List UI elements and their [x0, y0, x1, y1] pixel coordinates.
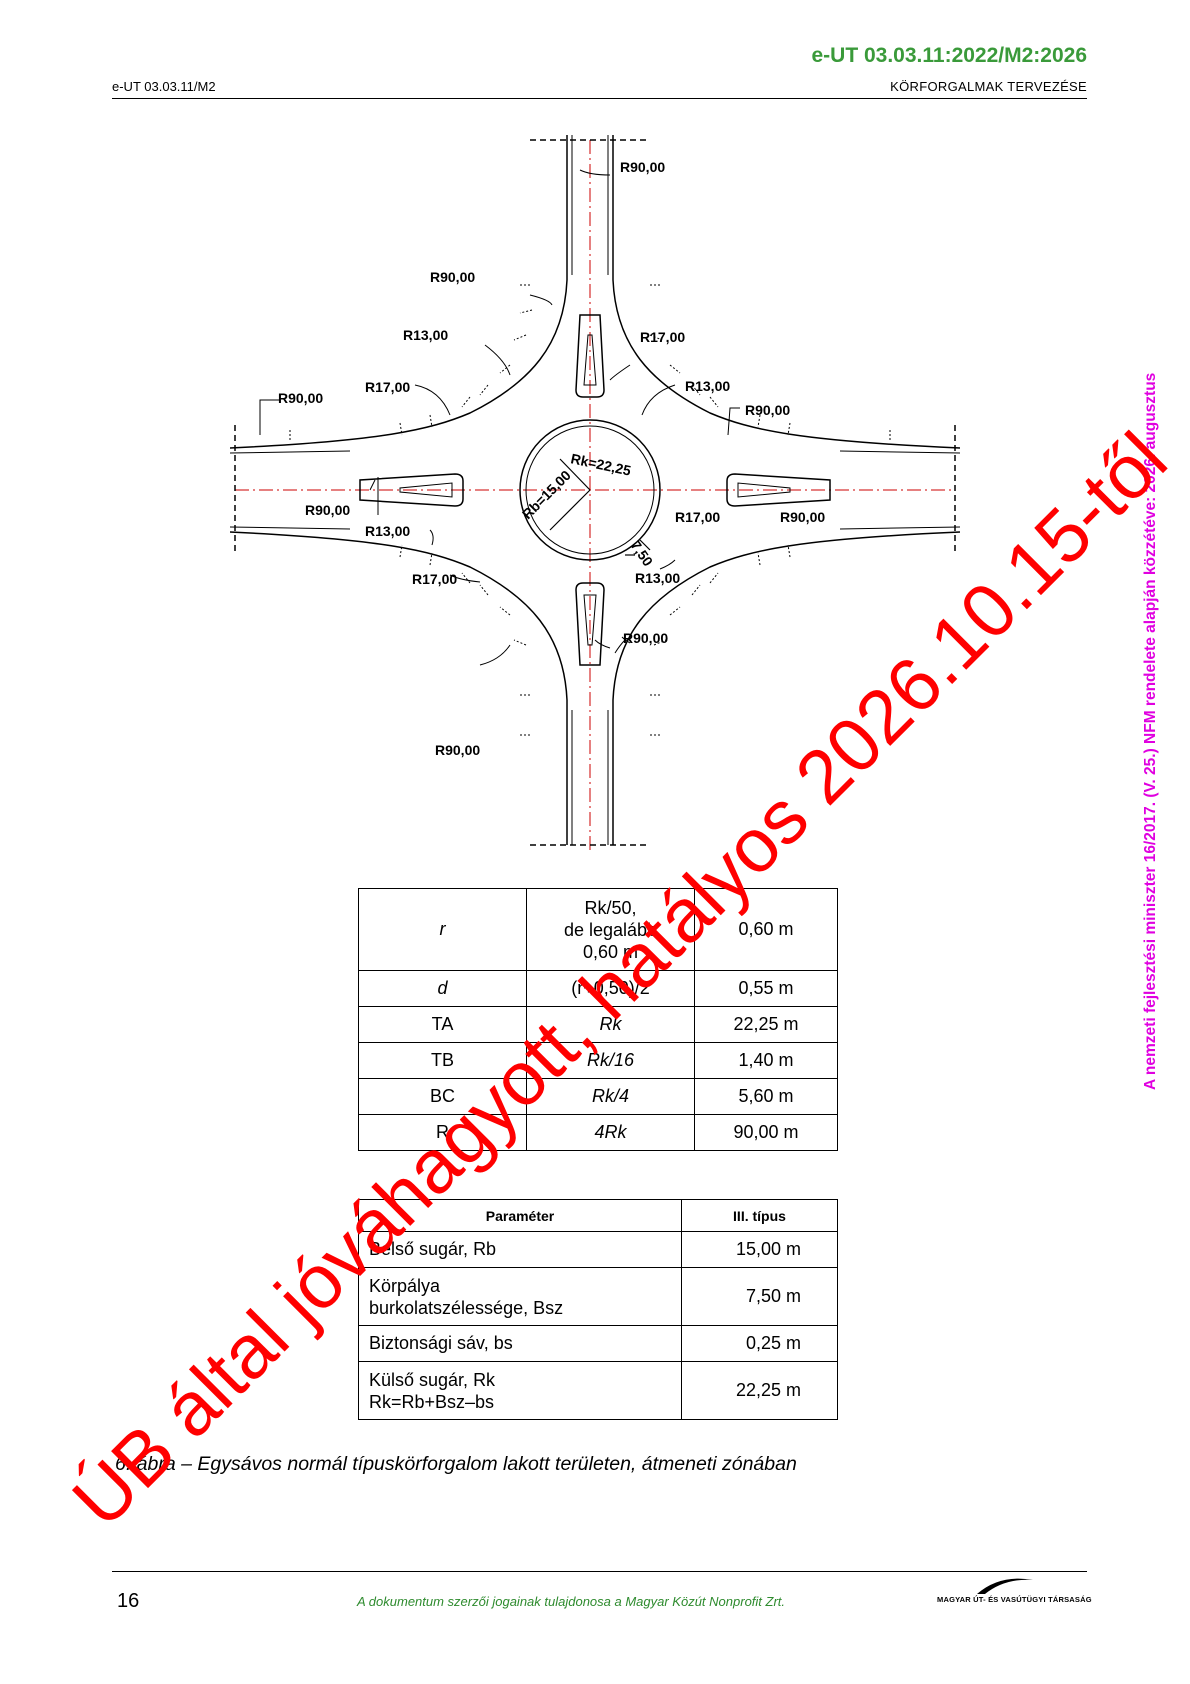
table-row: Körpálya burkolatszélessége, Bsz 7,50 m: [358, 1267, 838, 1326]
label-r17-bottom-left: R17,00: [412, 571, 457, 587]
table-row: TA Rk 22,25 m: [358, 1006, 838, 1043]
table-header: III. típus: [681, 1199, 838, 1232]
label-r90-top-right: R90,00: [620, 159, 665, 175]
society-logo-icon: [977, 1578, 1033, 1594]
table-cell-param: TB: [358, 1042, 527, 1079]
table-cell-formula: Rk/50, de legalább 0,60 m: [526, 888, 695, 971]
table-cell-value: 7,50 m: [681, 1267, 838, 1326]
splitter-island-north-inner: [583, 334, 597, 386]
label-rk: Rk=22,25: [569, 450, 632, 478]
document-code: e-UT 03.03.11:2022/M2:2026: [811, 44, 1087, 67]
label-r17-left: R17,00: [365, 379, 410, 395]
parameter-table: Paraméter III. típus Belső sugár, Rb 15,…: [358, 1199, 838, 1420]
label-r90-right: R90,00: [745, 402, 790, 418]
table-cell-param: Biztonsági sáv, bs: [358, 1325, 682, 1362]
table-cell-param: Körpálya burkolatszélessége, Bsz: [358, 1267, 682, 1326]
table-row: Biztonsági sáv, bs 0,25 m: [358, 1325, 838, 1362]
table-cell-formula: Rk/16: [526, 1042, 695, 1079]
page-number: 16: [117, 1590, 140, 1612]
table-row: r Rk/50, de legalább 0,60 m 0,60 m: [358, 888, 838, 971]
param-line: Körpálya: [369, 1275, 441, 1296]
table-header: Paraméter: [358, 1199, 682, 1232]
table-cell-param: R: [358, 1114, 527, 1151]
dimension-table: r Rk/50, de legalább 0,60 m 0,60 m d (r+…: [358, 888, 838, 1151]
label-r90-lower-left: R90,00: [305, 502, 350, 518]
label-r13-lower-left: R13,00: [365, 523, 410, 539]
central-island: [519, 419, 661, 561]
road-inner-bot-w: [230, 526, 351, 530]
table-cell-value: 5,60 m: [694, 1078, 838, 1115]
table-cell-formula: (r+0,50)/2: [526, 970, 695, 1007]
formula-line: 0,60 m: [582, 941, 639, 962]
header-divider: [112, 98, 1087, 99]
roundabout-diagram: R90,00 R90,00 R13,00 R17,00 R17,00 R13,0…: [230, 135, 960, 850]
splitter-island-south: [575, 582, 605, 666]
central-island-inner: [525, 425, 655, 555]
label-r90-bottom-right: R90,00: [623, 630, 668, 646]
footer-divider: [112, 1571, 1087, 1572]
label-r13-bottom-right: R13,00: [635, 570, 680, 586]
table-cell-value: 90,00 m: [694, 1114, 838, 1151]
label-r90-lower-right: R90,00: [780, 509, 825, 525]
splitter-island-north: [575, 314, 605, 398]
curve-ticks: [289, 284, 891, 736]
table-cell-value: 22,25 m: [681, 1361, 838, 1420]
table-cell-param: Belső sugár, Rb: [358, 1231, 682, 1268]
label-width: 7,50: [628, 538, 657, 570]
label-r17-lower-right: R17,00: [675, 509, 720, 525]
table-cell-param: BC: [358, 1078, 527, 1115]
splitter-island-west-inner: [399, 482, 453, 498]
table-cell-formula: 4Rk: [526, 1114, 695, 1151]
copyright-note: A dokumentum szerzői jogainak tulajdonos…: [357, 1594, 786, 1609]
table-row: Belső sugár, Rb 15,00 m: [358, 1231, 838, 1268]
road-inner-top-e: [839, 450, 960, 454]
table-row: BC Rk/4 5,60 m: [358, 1078, 838, 1115]
formula-line: de legalább: [563, 919, 658, 940]
table-cell-formula: Rk: [526, 1006, 695, 1043]
param-line: Rk=Rb+Bsz–bs: [369, 1391, 495, 1412]
header-left: e-UT 03.03.11/M2: [112, 79, 216, 94]
label-r90-left: R90,00: [278, 390, 323, 406]
road-inner-top-w: [230, 450, 351, 454]
splitter-island-west: [359, 473, 464, 507]
param-line: Külső sugár, Rk: [369, 1369, 496, 1390]
table-row: d (r+0,50)/2 0,55 m: [358, 970, 838, 1007]
table-cell-value: 22,25 m: [694, 1006, 838, 1043]
table-cell-value: 1,40 m: [694, 1042, 838, 1079]
table-cell-param: r: [358, 888, 527, 971]
table-row: Külső sugár, Rk Rk=Rb+Bsz–bs 22,25 m: [358, 1361, 838, 1420]
table-cell-formula: Rk/4: [526, 1078, 695, 1115]
leader-arrows: [259, 169, 740, 666]
table-cell-value: 15,00 m: [681, 1231, 838, 1268]
table-cell-param: Külső sugár, Rk Rk=Rb+Bsz–bs: [358, 1361, 682, 1420]
table-cell-param: d: [358, 970, 527, 1007]
radius-rb-line: [549, 489, 591, 531]
table-row: R 4Rk 90,00 m: [358, 1114, 838, 1151]
table-cell-value: 0,25 m: [681, 1325, 838, 1362]
width-dimension-line: [639, 539, 651, 551]
table-cell-param: TA: [358, 1006, 527, 1043]
label-r13-upper-left: R13,00: [403, 327, 448, 343]
table-cell-value: 0,55 m: [694, 970, 838, 1007]
splitter-island-south-inner: [583, 594, 597, 646]
label-r90-upper-left: R90,00: [430, 269, 475, 285]
label-r17-upper-right: R17,00: [640, 329, 685, 345]
splitter-island-east: [726, 473, 831, 507]
formula-line: Rk/50,: [584, 897, 637, 918]
table-row: TB Rk/16 1,40 m: [358, 1042, 838, 1079]
label-r90-bottom-left: R90,00: [435, 742, 480, 758]
radius-rk-line: [559, 458, 591, 491]
table-cell-value: 0,60 m: [694, 888, 838, 971]
society-logo-text: MAGYAR ÚT- ÉS VASÚTÜGYI TÁRSASÁG: [937, 1595, 1092, 1604]
table-header-row: Paraméter III. típus: [358, 1199, 838, 1232]
figure-caption: 6. ábra – Egysávos normál típuskörforgal…: [115, 1453, 797, 1475]
splitter-island-east-inner: [737, 482, 791, 498]
label-r13-right: R13,00: [685, 378, 730, 394]
road-inner-bot-e: [839, 526, 960, 530]
param-line: burkolatszélessége, Bsz: [369, 1297, 564, 1318]
road-outline: [230, 135, 960, 845]
side-notice: A nemzeti fejlesztési miniszter 16/2017.…: [1142, 372, 1159, 1090]
header-right: KÖRFORGALMAK TERVEZÉSE: [890, 79, 1087, 94]
